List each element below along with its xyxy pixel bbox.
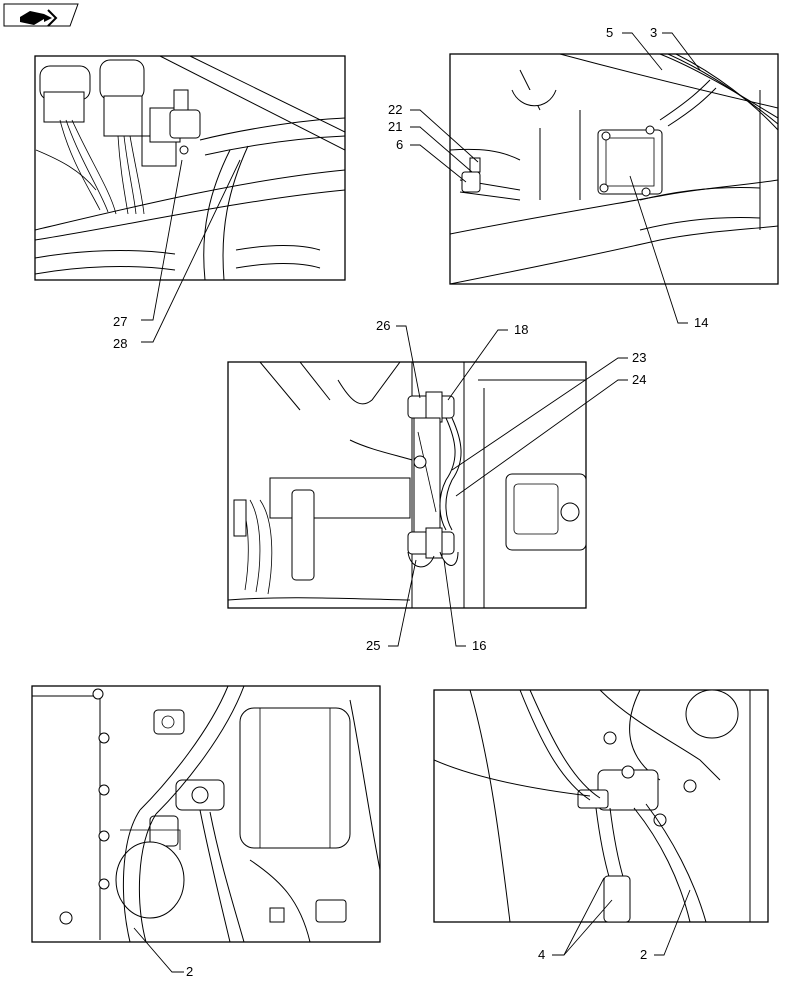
callout-5: 5 [606,25,613,40]
callout-6: 6 [396,137,403,152]
panel-bottom-right: 4 2 [433,689,769,962]
callout-25: 25 [366,638,380,653]
callout-2-right: 2 [640,947,647,962]
callout-24: 24 [632,372,646,387]
callout-21: 21 [388,119,402,134]
panel-middle: 26 18 23 24 25 16 [227,318,646,653]
nav-icon-button[interactable] [3,3,79,27]
callout-22: 22 [388,102,402,117]
callout-4: 4 [538,947,545,962]
callout-18: 18 [514,322,528,337]
callout-27: 27 [113,314,127,329]
callout-28: 28 [113,336,127,351]
callout-2-left: 2 [186,964,193,979]
callout-23: 23 [632,350,646,365]
panel-bottom-left: 2 [31,685,381,979]
callout-14: 14 [694,315,708,330]
callout-16: 16 [472,638,486,653]
callout-3: 3 [650,25,657,40]
book-arrow-icon [20,9,58,27]
callout-26: 26 [376,318,390,333]
panel-top-left: 27 28 [34,55,346,351]
panel-top-right: 5 3 22 21 6 14 [388,25,779,330]
